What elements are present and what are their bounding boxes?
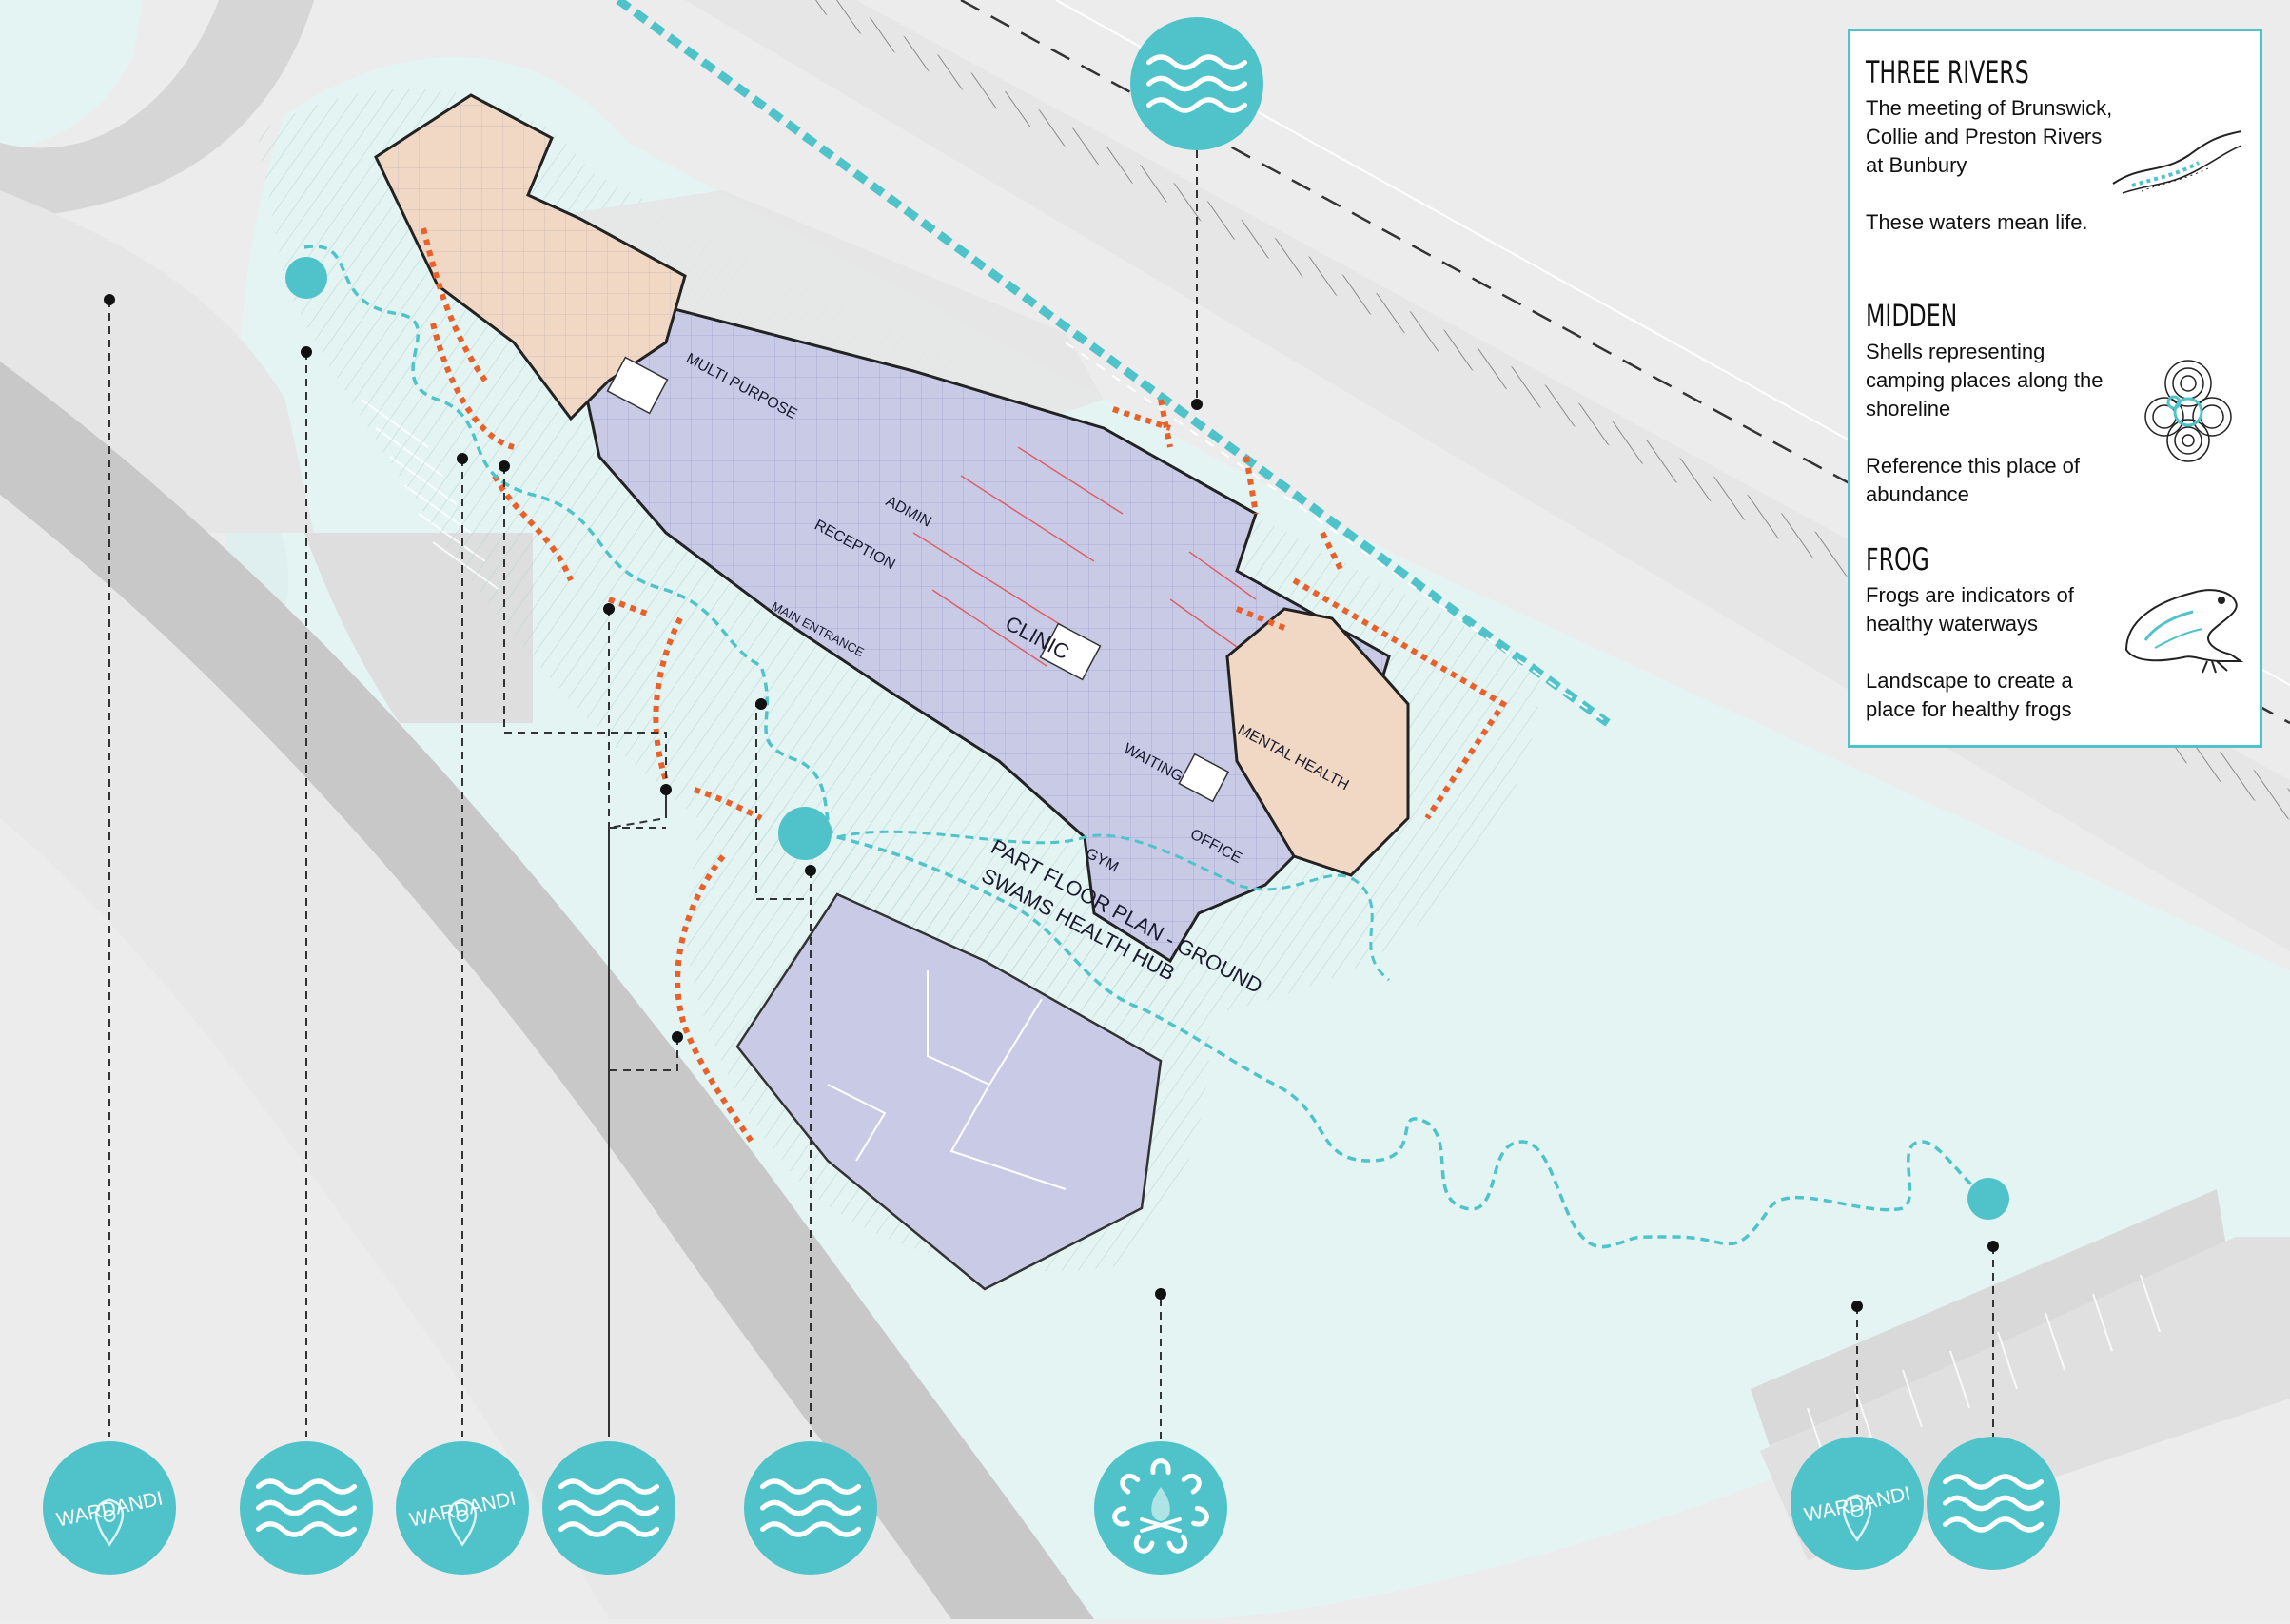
legend-spacer xyxy=(1866,638,2074,667)
building-main-rooms xyxy=(571,304,1389,961)
water-icon xyxy=(1927,1437,2060,1570)
legend-line: healthy waterways xyxy=(1866,612,2038,636)
legend-three-rivers: THREE RIVERS The meeting of Brunswick, C… xyxy=(1866,54,2112,237)
midden-sketch-icon xyxy=(2144,360,2232,462)
legend-text: Frogs are indicators of healthy waterway… xyxy=(1866,581,2074,724)
water-node-east xyxy=(1967,1178,2009,1220)
lightwell-east xyxy=(1178,753,1230,803)
leader-dots xyxy=(104,294,1999,1312)
water-icon xyxy=(240,1441,373,1575)
legend-line: Frogs are indicators of xyxy=(1866,583,2074,607)
legend-line: Shells representing xyxy=(1866,340,2045,363)
legend-title: MIDDEN xyxy=(1866,298,1958,334)
legend-line: Collie and Preston Rivers xyxy=(1866,125,2103,148)
legend-text: Shells representing camping places along… xyxy=(1866,338,2104,509)
boundary-inner xyxy=(1065,342,1609,724)
icon-row: WARDANDI WARDANDI WARDANDI xyxy=(43,1437,2060,1575)
boundary-teal xyxy=(616,0,1611,727)
legend-frog: FROG Frogs are indicators of healthy wat… xyxy=(1866,541,2074,724)
building-east-wing xyxy=(1225,607,1410,877)
wardandi-icon: WARDANDI xyxy=(43,1441,176,1575)
legend-line: shoreline xyxy=(1866,397,1951,421)
wardandi-icon: WARDANDI xyxy=(396,1441,529,1575)
water-icon-top xyxy=(1130,17,1263,150)
legend-panel: THREE RIVERS The meeting of Brunswick, C… xyxy=(1848,29,2262,748)
lightwell-west xyxy=(606,356,669,415)
water-node-west xyxy=(285,257,327,299)
west-wing-rooms xyxy=(376,95,685,419)
orange-walls xyxy=(421,227,1508,1144)
lightwell-clinic xyxy=(1039,622,1102,681)
river-sketch-icon xyxy=(2112,130,2242,194)
legend-line: at Bunbury xyxy=(1866,153,1967,177)
carpark-right xyxy=(1751,1189,2226,1446)
water-node-centre xyxy=(778,807,832,860)
road-top-left xyxy=(0,0,314,219)
frog-sketch-icon xyxy=(2124,589,2244,674)
legend-text: The meeting of Brunswick, Collie and Pre… xyxy=(1866,94,2112,237)
clinic-room-grid xyxy=(912,446,1257,667)
building-south xyxy=(735,892,1163,1291)
main-road xyxy=(0,362,1094,1619)
midden-icon xyxy=(1094,1441,1227,1575)
legend-line: abundance xyxy=(1866,482,1969,506)
legend-line: The meeting of Brunswick, xyxy=(1866,96,2113,120)
legend-line: Reference this place of xyxy=(1866,454,2081,478)
legend-title: THREE RIVERS xyxy=(1866,54,2029,90)
landscape-corner xyxy=(0,0,143,152)
legend-line: camping places along the xyxy=(1866,368,2104,392)
water-path-secondary xyxy=(836,830,1390,982)
water-path xyxy=(303,245,1989,1249)
water-icon xyxy=(1130,17,1263,150)
legend-title: FROG xyxy=(1866,541,1929,577)
legend-line: Landscape to create a xyxy=(1866,669,2073,693)
legend-line: These waters mean life. xyxy=(1866,210,2088,234)
wardandi-icon: WARDANDI xyxy=(1791,1437,1924,1570)
legend-line: place for healthy frogs xyxy=(1866,697,2072,721)
legend-spacer xyxy=(1866,180,2112,208)
lower-left-paving xyxy=(0,495,951,1619)
leader-lines xyxy=(108,124,1994,1446)
water-icon xyxy=(744,1441,877,1575)
legend-spacer xyxy=(1866,423,2104,452)
water-icon xyxy=(542,1441,675,1575)
south-building-walls xyxy=(827,970,1067,1190)
legend-midden: MIDDEN Shells representing camping place… xyxy=(1866,298,2104,509)
